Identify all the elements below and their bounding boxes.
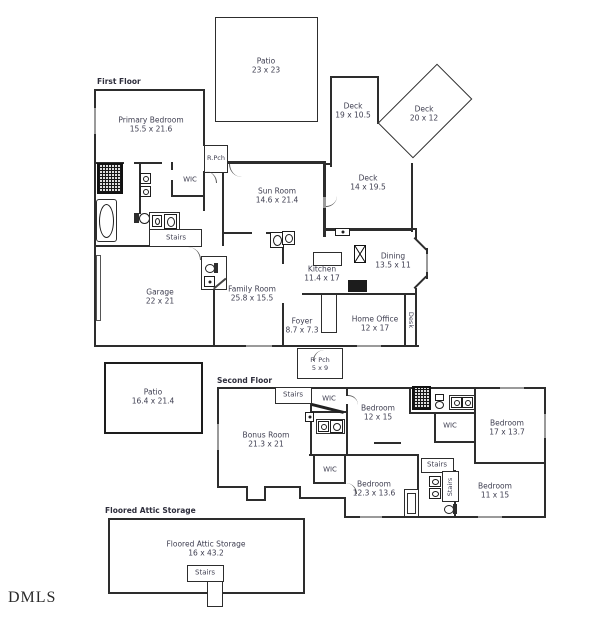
stairs-shaft-upper [442, 471, 459, 502]
section-label-second-floor: Second Floor [217, 376, 273, 385]
kitchen-island [313, 252, 342, 266]
stairs-box-upper [421, 458, 454, 473]
room-label-stairs2: Stairs [283, 390, 303, 399]
room-label-stairs3: Stairs [427, 460, 447, 469]
sink-fixture [429, 488, 441, 499]
shower-fixture [412, 386, 431, 410]
stairs-box-attic [187, 565, 224, 582]
room-label-wic1: WIC [183, 175, 197, 184]
bathtub-basin [99, 204, 114, 238]
room-label-desk: Desk [407, 311, 415, 329]
attic-stairs-tab [207, 581, 223, 607]
stairs-box-first-floor [149, 229, 202, 247]
stairs-box-second-floor [275, 387, 312, 404]
sink-fixture [164, 214, 177, 229]
kitchen-sink-fixture [335, 228, 350, 236]
room-label-wic3: WIC [323, 465, 337, 474]
sink-fixture [140, 173, 151, 184]
shower-fixture [97, 163, 123, 194]
patio-outline [215, 17, 318, 122]
stove-fixture [354, 245, 366, 263]
patio2-outline [104, 362, 203, 434]
sink-fixture [305, 412, 314, 422]
room-label-wic4: WIC [443, 421, 457, 430]
fireplace-fixture [348, 280, 367, 292]
sink-fixture [451, 397, 462, 408]
staircase-shaft [321, 294, 337, 333]
sink-fixture [462, 397, 473, 408]
sink-fixture [140, 186, 151, 197]
room-label-stairs5: Stairs [195, 568, 215, 577]
appliance-fixture [282, 231, 295, 245]
sink-fixture [152, 215, 162, 227]
section-label-first-floor: First Floor [97, 77, 141, 86]
sink-fixture [330, 420, 343, 433]
room-label-rpch: R.Pch [207, 153, 225, 162]
sink-fixture [318, 421, 329, 432]
watermark: DMLS [8, 589, 57, 606]
rear-porch-outline [204, 145, 228, 173]
section-label-attic: Floored Attic Storage [105, 506, 196, 515]
sink-fixture [204, 276, 215, 287]
room-label-stairs4: Stairs [446, 477, 454, 497]
door-arc [348, 395, 358, 405]
room-label-stairs1: Stairs [166, 233, 186, 242]
shower-stall-inner [407, 493, 416, 514]
room-label-wic2: WIC [322, 394, 336, 403]
garage-door [96, 255, 101, 321]
sink-fixture [429, 476, 441, 487]
